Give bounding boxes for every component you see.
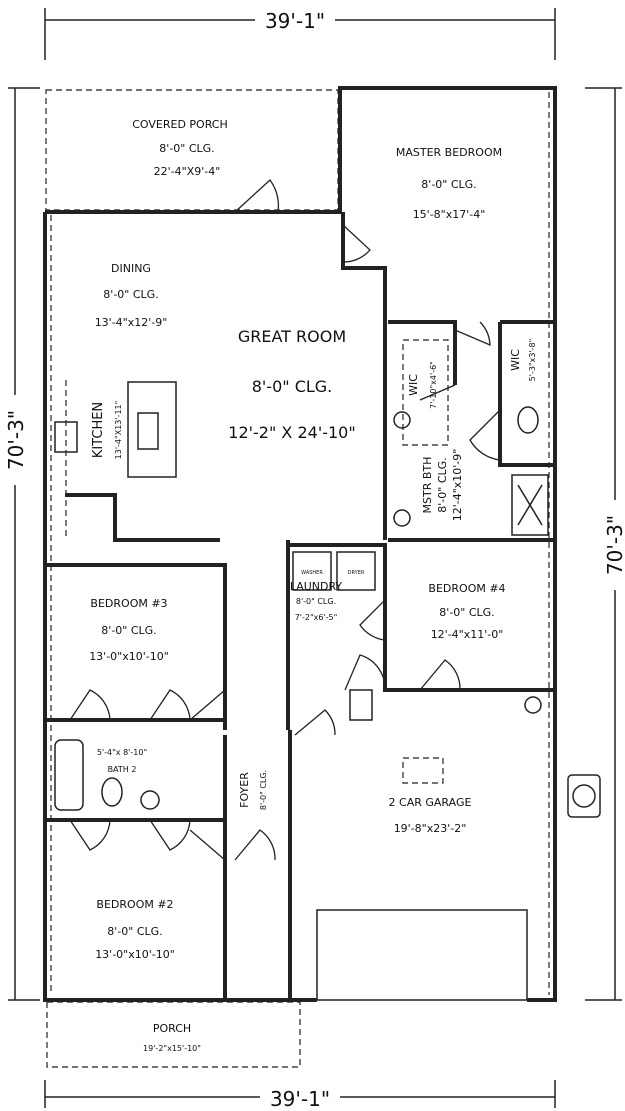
room-dining: DINING 8'-0" CLG. 13'-4"x12'-9" bbox=[95, 262, 168, 329]
svg-text:BATH 2: BATH 2 bbox=[108, 765, 137, 774]
svg-text:WIC: WIC bbox=[509, 349, 522, 371]
room-great-room: GREAT ROOM 8'-0" CLG. 12'-2" X 24'-10" bbox=[228, 327, 355, 442]
svg-text:39'-1": 39'-1" bbox=[270, 1087, 330, 1111]
svg-text:8'-0" CLG.: 8'-0" CLG. bbox=[252, 377, 333, 396]
doors bbox=[69, 179, 501, 861]
room-bedroom-2: BEDROOM #2 8'-0" CLG. 13'-0"x10'-10" bbox=[95, 898, 175, 961]
svg-text:8'-0" CLG.: 8'-0" CLG. bbox=[421, 178, 476, 191]
svg-text:13'-0"x10'-10": 13'-0"x10'-10" bbox=[95, 948, 175, 961]
exterior-walls bbox=[43, 86, 557, 1068]
svg-text:12'-2" X 24'-10": 12'-2" X 24'-10" bbox=[228, 423, 355, 442]
toilet-icon bbox=[517, 406, 539, 434]
svg-text:8'-0" CLG.: 8'-0" CLG. bbox=[101, 624, 156, 637]
range-icon bbox=[54, 421, 78, 453]
room-bedroom-4: BEDROOM #4 8'-0" CLG. 12'-4"x11'-0" bbox=[428, 582, 505, 641]
washer-icon bbox=[292, 551, 332, 591]
svg-text:8'-0" CLG.: 8'-0" CLG. bbox=[296, 597, 336, 606]
svg-text:5'-3"x3'-8": 5'-3"x3'-8" bbox=[528, 339, 537, 382]
svg-text:8'-0" CLG.: 8'-0" CLG. bbox=[436, 457, 449, 512]
svg-text:COVERED PORCH: COVERED PORCH bbox=[132, 118, 228, 131]
room-master-bath: MSTR BTH 8'-0" CLG. 12'-4"x10'-9" bbox=[421, 449, 464, 522]
svg-text:19'-8"x23'-2": 19'-8"x23'-2" bbox=[394, 822, 467, 835]
svg-text:19'-2"x15'-10": 19'-2"x15'-10" bbox=[143, 1044, 201, 1053]
fixtures bbox=[54, 339, 601, 818]
svg-text:2 CAR GARAGE: 2 CAR GARAGE bbox=[389, 796, 472, 809]
room-laundry: WASHER DRYER LAUNDRY 8'-0" CLG. 7'-2"x6'… bbox=[290, 570, 365, 622]
svg-text:MSTR BTH: MSTR BTH bbox=[421, 457, 434, 514]
svg-text:70'-3": 70'-3" bbox=[4, 410, 28, 470]
water-heater-round-icon bbox=[524, 696, 542, 714]
room-covered-porch: COVERED PORCH 8'-0" CLG. 22'-4"X9'-4" bbox=[132, 118, 228, 178]
svg-text:8'-0" CLG.: 8'-0" CLG. bbox=[439, 606, 494, 619]
room-garage: 2 CAR GARAGE 19'-8"x23'-2" bbox=[389, 796, 472, 835]
room-kitchen: KITCHEN 13'-4"X13'-11" bbox=[91, 401, 123, 460]
bathtub-icon bbox=[54, 739, 84, 811]
dryer-icon bbox=[336, 551, 376, 591]
svg-text:DINING: DINING bbox=[111, 262, 151, 275]
svg-text:8'-0" CLG.: 8'-0" CLG. bbox=[103, 288, 158, 301]
dimension-right: 70'-3" bbox=[585, 87, 625, 1001]
svg-text:39'-1": 39'-1" bbox=[265, 9, 325, 33]
svg-text:BEDROOM #4: BEDROOM #4 bbox=[428, 582, 505, 595]
room-wic-1: WIC 7'-10"x4'-6" bbox=[407, 361, 438, 409]
room-master-bedroom: MASTER BEDROOM 8'-0" CLG. 15'-8"x17'-4" bbox=[396, 146, 502, 221]
svg-text:12'-4"x11'-0": 12'-4"x11'-0" bbox=[431, 628, 504, 641]
toilet-icon bbox=[101, 777, 123, 807]
svg-text:15'-8"x17'-4": 15'-8"x17'-4" bbox=[413, 208, 486, 221]
dimension-left: 70'-3" bbox=[2, 87, 40, 1001]
svg-text:13'-0"x10'-10": 13'-0"x10'-10" bbox=[89, 650, 169, 663]
water-heater-icon bbox=[349, 689, 373, 721]
svg-text:8'-0" CLG.: 8'-0" CLG. bbox=[159, 142, 214, 155]
svg-text:FOYER: FOYER bbox=[238, 772, 251, 808]
svg-text:WASHER: WASHER bbox=[301, 570, 323, 576]
svg-text:PORCH: PORCH bbox=[153, 1022, 191, 1035]
dimension-top: 39'-1" bbox=[44, 6, 556, 60]
svg-text:13'-4"X13'-11": 13'-4"X13'-11" bbox=[114, 401, 123, 460]
room-bath-2: 5'-4"x 8'-10" BATH 2 bbox=[97, 748, 147, 774]
svg-text:LAUNDRY: LAUNDRY bbox=[290, 580, 343, 593]
svg-text:22'-4"X9'-4": 22'-4"X9'-4" bbox=[154, 165, 221, 178]
svg-text:12'-4"x10'-9": 12'-4"x10'-9" bbox=[451, 449, 464, 522]
sink-icon bbox=[393, 411, 411, 429]
svg-text:7'-2"x6'-5": 7'-2"x6'-5" bbox=[295, 613, 338, 622]
svg-text:DRYER: DRYER bbox=[348, 570, 365, 576]
room-bedroom-3: BEDROOM #3 8'-0" CLG. 13'-0"x10'-10" bbox=[89, 597, 169, 663]
svg-text:GREAT ROOM: GREAT ROOM bbox=[238, 327, 346, 346]
room-foyer: FOYER 8'-0" CLG. bbox=[238, 770, 268, 810]
svg-text:BEDROOM #3: BEDROOM #3 bbox=[90, 597, 167, 610]
svg-text:7'-10"x4'-6": 7'-10"x4'-6" bbox=[429, 361, 438, 409]
room-porch: PORCH 19'-2"x15'-10" bbox=[143, 1022, 201, 1053]
svg-text:WIC: WIC bbox=[407, 374, 420, 396]
svg-text:8'-0" CLG.: 8'-0" CLG. bbox=[259, 770, 268, 810]
svg-text:70'-3": 70'-3" bbox=[603, 515, 625, 575]
sink-icon bbox=[393, 509, 411, 527]
svg-text:KITCHEN: KITCHEN bbox=[91, 402, 106, 458]
svg-text:8'-0" CLG.: 8'-0" CLG. bbox=[107, 925, 162, 938]
dimension-bottom: 39'-1" bbox=[44, 1080, 556, 1111]
sink-icon bbox=[137, 412, 159, 450]
svg-text:BEDROOM #2: BEDROOM #2 bbox=[96, 898, 173, 911]
svg-text:13'-4"x12'-9": 13'-4"x12'-9" bbox=[95, 316, 168, 329]
svg-text:5'-4"x 8'-10": 5'-4"x 8'-10" bbox=[97, 748, 147, 757]
sink-icon bbox=[140, 790, 160, 810]
svg-text:MASTER BEDROOM: MASTER BEDROOM bbox=[396, 146, 502, 159]
room-wic-2: WIC 5'-3"x3'-8" bbox=[509, 339, 537, 382]
interior-walls bbox=[45, 212, 555, 1001]
